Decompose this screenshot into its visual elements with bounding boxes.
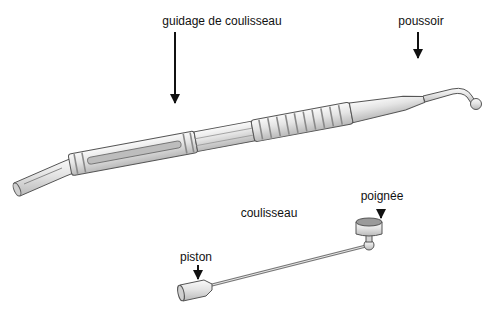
knurl-stroke [82, 153, 86, 173]
knurl-stroke [330, 107, 334, 127]
slider [176, 218, 382, 301]
part-label: piston [180, 250, 212, 264]
knurl-stroke [294, 113, 298, 133]
knurl-stroke [183, 134, 187, 154]
knurl-stroke [321, 108, 325, 128]
knurl-stroke [303, 112, 307, 132]
part-label: poussoir [398, 14, 443, 28]
pusher-tip [423, 88, 482, 109]
part-label: guidage de coulisseau [162, 14, 281, 28]
knurl-stroke [190, 133, 194, 153]
leader-arrows [175, 32, 418, 279]
knurl-stroke [285, 115, 289, 135]
knurl-stroke [277, 117, 281, 137]
knurl-stroke [74, 154, 78, 174]
knurl-stroke [312, 110, 316, 130]
knurl-stroke [339, 105, 343, 125]
tube-tip [12, 158, 76, 197]
part-label: poignée [361, 189, 404, 203]
knurl-stroke [259, 120, 263, 140]
part-label: coulisseau [241, 206, 298, 220]
instrument-body [68, 89, 426, 176]
knurl-stroke [268, 118, 272, 138]
